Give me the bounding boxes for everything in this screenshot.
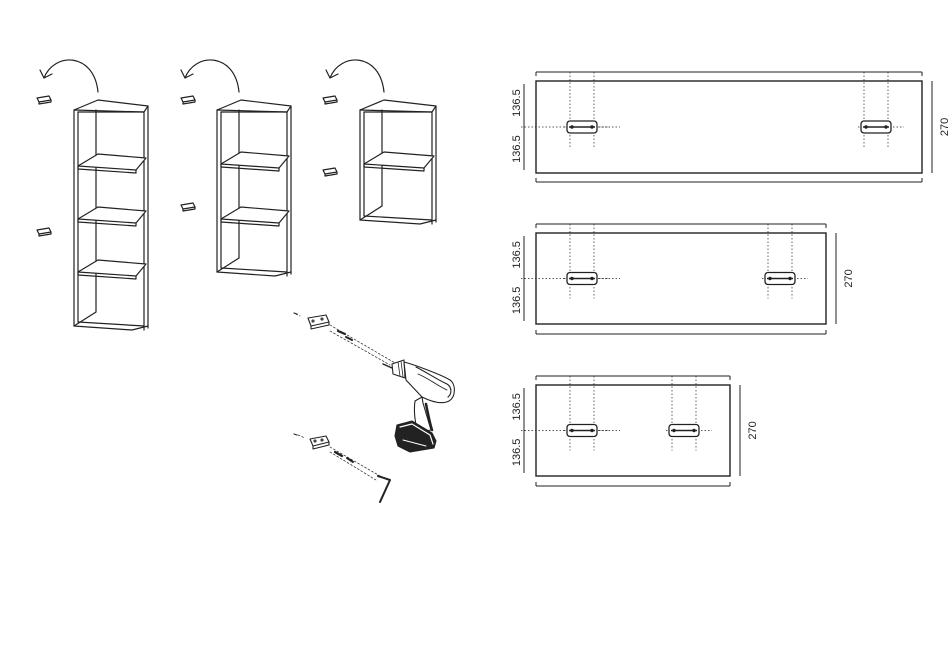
wall-bracket-icon xyxy=(308,315,329,329)
bottom-board-edge xyxy=(78,322,144,326)
cabinet-short xyxy=(323,60,436,224)
bottom-board xyxy=(74,312,148,330)
rotate-arrow-icon xyxy=(326,60,384,92)
screw-icon xyxy=(571,126,573,128)
panel-drawing-panel-1: 136.5 136.5 270 xyxy=(511,72,950,182)
height-label: 270 xyxy=(747,421,759,439)
rotate-arrow-icon xyxy=(181,60,239,92)
screw-icon xyxy=(571,429,573,431)
upper-offset-label: 136.5 xyxy=(511,241,523,269)
height-label: 270 xyxy=(939,118,950,136)
screw-icon xyxy=(789,277,791,279)
wall-bracket-icon xyxy=(37,228,51,236)
bottom-board-edge xyxy=(221,268,287,272)
lower-offset-label: 136.5 xyxy=(511,135,523,163)
cabinet-medium xyxy=(181,60,291,276)
wall-bracket-icon xyxy=(310,436,329,449)
panel-drawing-panel-3: 136.5 136.5 270 xyxy=(511,376,759,486)
screw-icon xyxy=(769,277,771,279)
bottom-board xyxy=(217,258,291,276)
cabinet-tall xyxy=(37,60,148,330)
upper-offset-label: 136.5 xyxy=(511,89,523,117)
bottom-board-edge xyxy=(364,216,432,220)
lower-offset-label: 136.5 xyxy=(511,287,523,315)
drilling-guide-line xyxy=(298,435,380,480)
top-dimension-line xyxy=(536,224,826,228)
top-dimension-line xyxy=(536,376,730,380)
wall-bracket-icon xyxy=(37,96,51,104)
bottom-board xyxy=(360,206,436,224)
screw-icon xyxy=(865,126,867,128)
screw-icon xyxy=(885,126,887,128)
top-board xyxy=(360,100,436,112)
panel-drawing-panel-2: 136.5 136.5 270 xyxy=(511,224,855,334)
bottom-dimension-line xyxy=(536,330,826,334)
lower-offset-label: 136.5 xyxy=(511,439,523,467)
cabinet-illustrations xyxy=(37,60,436,330)
screw-icon xyxy=(571,277,573,279)
screw-icon xyxy=(693,429,695,431)
height-label: 270 xyxy=(843,269,855,287)
upper-offset-label: 136.5 xyxy=(511,393,523,421)
wall-bracket-icon xyxy=(181,203,195,211)
shelf xyxy=(78,260,146,276)
wall-bracket-icon xyxy=(181,96,195,104)
rotate-arrow-icon xyxy=(40,60,98,92)
shelf xyxy=(221,207,289,223)
bottom-dimension-line xyxy=(536,178,922,182)
shelf xyxy=(364,152,434,168)
screw-icon xyxy=(591,277,593,279)
wall-bracket-icon xyxy=(323,96,337,104)
screw-icon xyxy=(673,429,675,431)
screw-icon xyxy=(591,429,593,431)
shelf xyxy=(221,152,289,168)
panel-drawings: 136.5 136.5 270 136.5 136.5 270 136.5 136.5 270 xyxy=(511,72,950,486)
bottom-dimension-line xyxy=(536,482,730,486)
cordless-drill-icon xyxy=(383,360,454,452)
top-board xyxy=(217,100,291,112)
mounting-tools-illustration xyxy=(294,313,454,502)
screw-icon xyxy=(591,126,593,128)
top-board xyxy=(74,100,148,112)
shelf xyxy=(78,207,146,223)
shelf xyxy=(78,154,146,170)
wall-bracket-icon xyxy=(323,168,337,176)
hex-key-icon xyxy=(378,476,390,502)
